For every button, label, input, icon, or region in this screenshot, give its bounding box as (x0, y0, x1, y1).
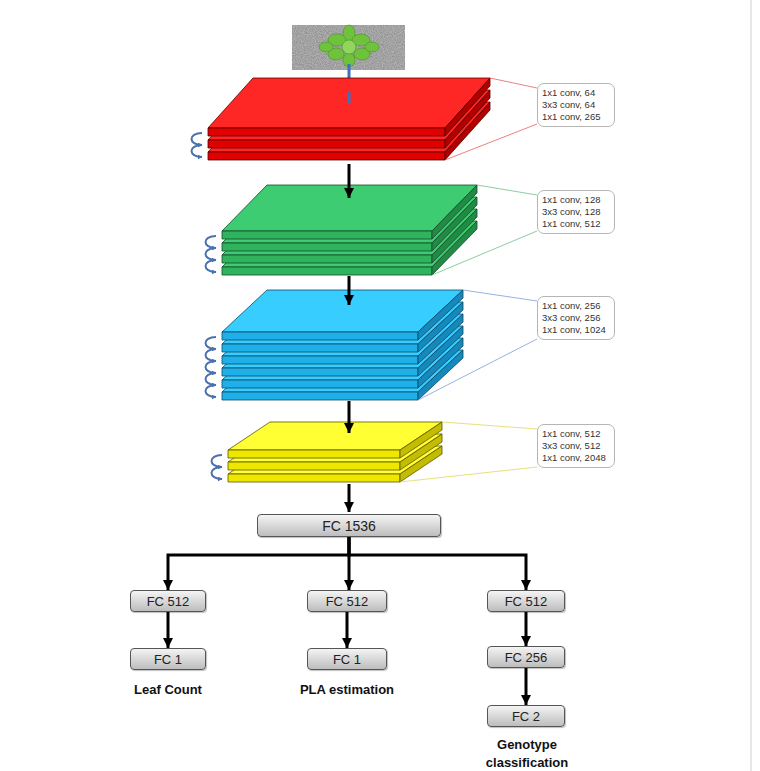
skip-loop (212, 455, 223, 467)
fc-layer-box: FC 2 (487, 705, 565, 727)
skip-loop (206, 385, 217, 397)
flow-connector (525, 668, 528, 705)
flow-connector (349, 537, 526, 590)
skip-loop (206, 248, 217, 260)
flow-arrow (348, 484, 351, 512)
skip-loop (206, 349, 217, 361)
skip-loop (206, 260, 217, 272)
image-texture (292, 25, 405, 70)
layer-slab (222, 290, 463, 340)
conv-spec-line: 1x1 conv, 512 (542, 218, 610, 230)
layer-label: FC 256 (505, 650, 548, 665)
conv-spec-line: 3x3 conv, 64 (542, 99, 610, 111)
fc-layer-box: FC 512 (130, 590, 206, 612)
rosette-leaves (319, 25, 379, 67)
leader-line (477, 185, 537, 195)
leaf (319, 42, 333, 52)
conv-spec-line: 1x1 conv, 512 (542, 428, 610, 440)
skip-loop (192, 133, 203, 145)
blue-layer-stack (222, 290, 463, 400)
input-arrow-tail (348, 92, 351, 104)
leader-line (418, 339, 537, 400)
output-label: PLA estimation (287, 681, 407, 699)
stack-arrows (348, 164, 351, 512)
skip-loop (192, 145, 203, 157)
conv-spec-line: 3x3 conv, 512 (542, 440, 610, 452)
layer-slab (228, 422, 442, 458)
layer-label: FC 1 (154, 652, 182, 667)
yellow-layer-stack (228, 422, 442, 482)
output-label: Genotype classification (477, 736, 577, 771)
conv-spec-line: 3x3 conv, 128 (542, 206, 610, 218)
flow-connector (346, 612, 349, 648)
leader-line (400, 467, 537, 482)
conv-spec-line: 1x1 conv, 256 (542, 300, 610, 312)
flow-arrow (348, 164, 351, 198)
fc-layer-box: FC 1 (307, 648, 387, 670)
page-border (751, 0, 752, 771)
flow-arrow (348, 401, 351, 433)
skip-loop (206, 373, 217, 385)
image-background (292, 25, 405, 70)
layer-label: FC 512 (147, 594, 190, 609)
conv-spec-line: 3x3 conv, 256 (542, 312, 610, 324)
layer-label: FC 1536 (322, 518, 376, 534)
leaf (365, 42, 379, 52)
conv-spec-line: 1x1 conv, 265 (542, 111, 610, 123)
leader-line (432, 231, 537, 275)
leader-lines (400, 78, 537, 482)
fc-layer-box: FC 256 (487, 646, 565, 668)
fc-layer-box: FC 512 (487, 590, 565, 612)
layer-label: FC 1 (333, 652, 361, 667)
rosette-center (342, 40, 356, 54)
fc-layer-box: FC 1 (130, 648, 206, 670)
skip-loop (212, 467, 223, 479)
flow-connector (348, 537, 351, 590)
leader-line (445, 124, 537, 160)
skip-loop (206, 361, 217, 373)
flow-connector (525, 612, 528, 646)
layer-label: FC 2 (512, 709, 540, 724)
skip-loop (206, 236, 217, 248)
conv-spec-line: 1x1 conv, 1024 (542, 324, 610, 336)
conv-spec-line: 1x1 conv, 128 (542, 194, 610, 206)
layer-label: FC 512 (505, 594, 548, 609)
conv-spec-box: 1x1 conv, 2563x3 conv, 2561x1 conv, 1024 (537, 296, 615, 340)
fc-layer-box: FC 1536 (257, 514, 441, 537)
layer-label: FC 512 (326, 594, 369, 609)
conv-spec-box: 1x1 conv, 1283x3 conv, 1281x1 conv, 512 (537, 190, 615, 234)
leader-line (463, 290, 537, 301)
conv-spec-line: 1x1 conv, 64 (542, 87, 610, 99)
plant-image (292, 25, 405, 70)
leader-line (490, 78, 537, 88)
flow-connector (168, 537, 349, 590)
leader-line (442, 422, 537, 429)
layer-slab (208, 78, 490, 136)
flow-arrow (348, 276, 351, 305)
fc-layer-box: FC 512 (307, 590, 387, 612)
conv-spec-box: 1x1 conv, 5123x3 conv, 5121x1 conv, 2048 (537, 424, 615, 468)
conv-spec-line: 1x1 conv, 2048 (542, 452, 610, 464)
green-layer-stack (222, 185, 477, 275)
conv-spec-box: 1x1 conv, 643x3 conv, 641x1 conv, 265 (537, 83, 615, 127)
skip-loops (192, 133, 223, 479)
output-label: Leaf Count (108, 681, 228, 699)
flow-connector (167, 612, 170, 648)
red-layer-stack (208, 78, 490, 160)
skip-loop (206, 337, 217, 349)
